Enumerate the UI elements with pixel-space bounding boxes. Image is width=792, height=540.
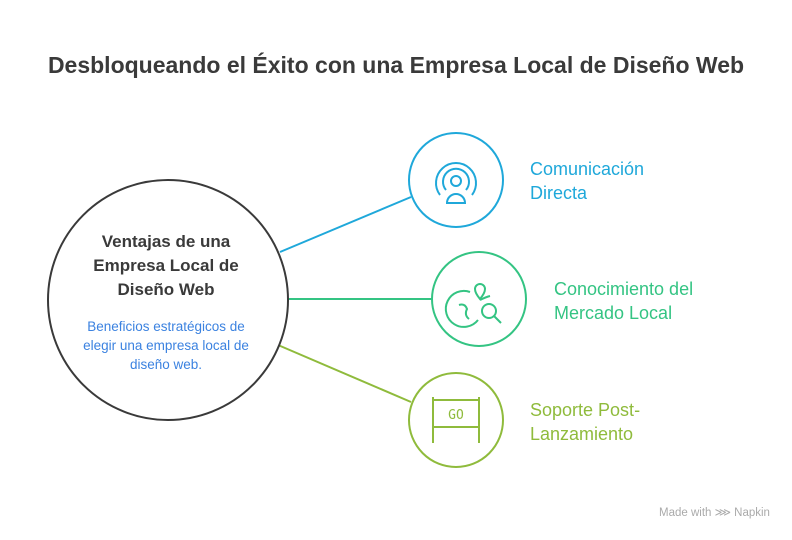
center-description: Beneficios estratégicos de elegir una em…	[83, 319, 249, 372]
branch-circle-lime	[408, 372, 504, 468]
globe-location-search-icon	[444, 283, 502, 328]
branch-label-market: Conocimiento del Mercado Local	[554, 279, 694, 323]
broadcast-person-icon	[435, 162, 477, 204]
center-circle	[47, 179, 289, 421]
go-sign-icon: GO	[432, 397, 480, 443]
page-title: Desbloqueando el Éxito con una Empresa L…	[47, 52, 745, 78]
branch-circle-blue	[408, 132, 504, 228]
napkin-watermark: Made with ⋙ Napkin	[659, 507, 770, 519]
center-title: Ventajas de una Empresa Local de Diseño …	[93, 232, 239, 299]
svg-text:GO: GO	[448, 408, 464, 423]
branch-label-support: Soporte Post-Lanzamiento	[530, 400, 641, 444]
connector-lime	[277, 344, 412, 403]
connector-blue	[279, 196, 412, 253]
branch-label-communication: Comunicación Directa	[530, 159, 645, 203]
